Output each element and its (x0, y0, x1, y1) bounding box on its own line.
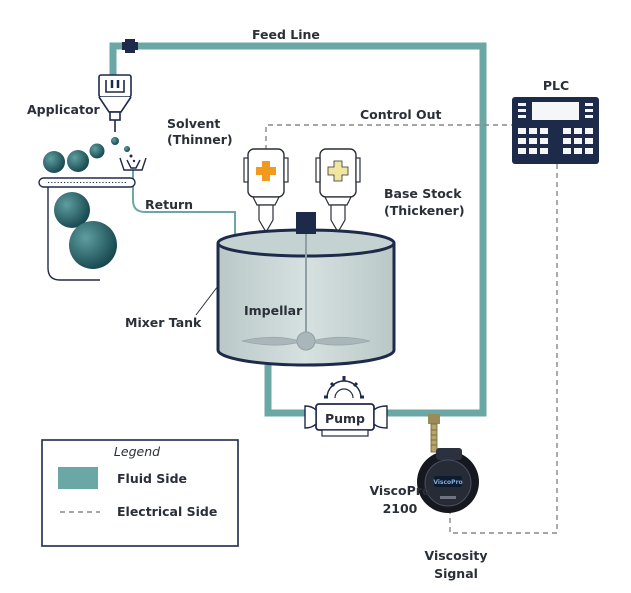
plc-unit[interactable] (512, 97, 599, 164)
mixer-tank-label: Mixer Tank (125, 315, 202, 330)
legend-title: Legend (114, 444, 160, 459)
control-out-line (265, 124, 512, 150)
collection-container (38, 177, 136, 281)
return-collector (119, 157, 147, 171)
feed-line-label: Feed Line (252, 27, 320, 42)
solvent-valve[interactable] (243, 148, 289, 234)
collector-drips (129, 154, 136, 163)
return-label: Return (145, 197, 193, 212)
base-valve-cross (327, 160, 349, 182)
viscosity-signal-label-line2: Signal (434, 566, 478, 581)
svg-text:ViscoPro: ViscoPro (433, 479, 462, 486)
impellar-motor (296, 212, 316, 234)
legend-fluid-label: Fluid Side (117, 471, 187, 486)
labels: Feed Line PLC Applicator Control Out Sol… (27, 27, 569, 581)
impellar-hub (296, 331, 316, 351)
solvent-label-line1: Solvent (167, 116, 220, 131)
legend-electrical-label: Electrical Side (117, 504, 217, 519)
control-out-label: Control Out (360, 107, 442, 122)
impellar-label: Impellar (244, 303, 303, 318)
coating-droplets (43, 137, 130, 173)
feed-line-pipe (109, 42, 487, 417)
viscopro-display (434, 476, 462, 487)
solvent-valve-cross (256, 161, 276, 181)
tank-to-pump-pipe (264, 365, 305, 417)
viscopro-sensor[interactable]: ViscoPro (417, 414, 479, 513)
impellar-blades (241, 336, 371, 346)
feed-line-coupling (122, 39, 138, 53)
mixer-tank[interactable] (216, 212, 396, 367)
base-stock-label-line1: Base Stock (384, 186, 462, 201)
viscosity-signal-label-line1: Viscosity (424, 548, 487, 563)
sensor-thread (431, 429, 437, 446)
solvent-label-line2: (Thinner) (167, 132, 233, 147)
plc-label: PLC (543, 78, 569, 93)
plc-keypad (518, 103, 593, 154)
mixer-tank-leader (195, 285, 219, 316)
pump-gear-teeth (324, 376, 364, 399)
applicator[interactable] (98, 74, 132, 132)
base-stock-label-line2: (Thickener) (384, 203, 465, 218)
legend: Legend Fluid Side Electrical Side (41, 439, 239, 547)
fluid-lines (109, 42, 487, 417)
return-pipe (132, 170, 236, 240)
viscosity-signal-line (449, 164, 558, 534)
viscopro-label-line1: ViscoPro (369, 483, 431, 498)
applicator-label: Applicator (27, 102, 101, 117)
electrical-lines (265, 124, 558, 534)
base-stock-valve[interactable] (315, 148, 361, 234)
viscopro-label-line2: 2100 (383, 501, 418, 516)
legend-fluid-swatch (58, 467, 98, 489)
pump-label: Pump (325, 411, 365, 426)
pump[interactable] (304, 376, 388, 437)
